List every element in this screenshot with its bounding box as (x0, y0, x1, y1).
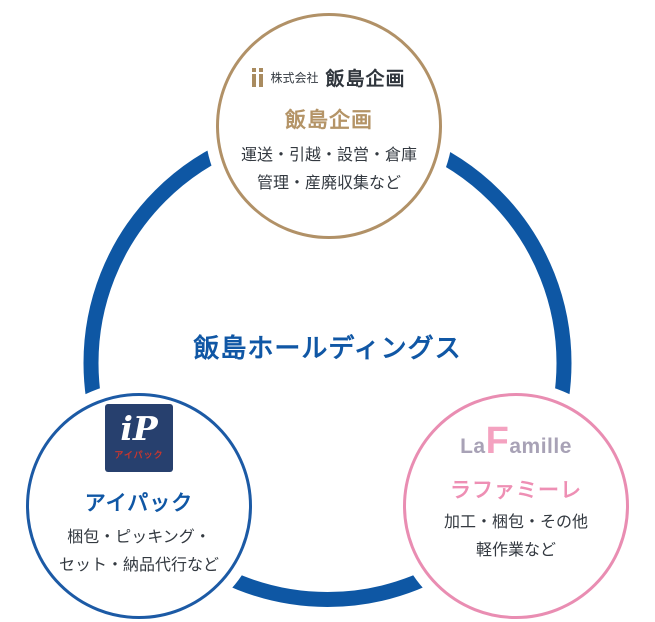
lafamille-logo-la: La (460, 435, 486, 458)
company-title-ipack: アイパック (84, 492, 194, 515)
circle-border-pink (403, 393, 629, 619)
circle-border-blue (26, 393, 252, 619)
corp-prefix-label: 株式会社 (270, 71, 319, 85)
ii-bars-icon (252, 68, 264, 87)
iijima-kikaku-logo: 株式会社 飯島企画 (205, 64, 453, 91)
description-line: 管理・産廃収集など (256, 175, 401, 192)
description-line: 軽作業など (475, 542, 556, 559)
ipack-logo-badge: iP アイパック (105, 404, 173, 472)
lafamille-logo-amille: amille (509, 435, 572, 458)
corp-name-logotype: 飯島企画 (325, 69, 406, 90)
description-line: 梱包・ピッキング・ (67, 529, 211, 546)
company-circle-ipack: iP アイパック アイパック 梱包・ピッキング・ セット・納品代行など (15, 382, 263, 622)
ipack-logo-script: iP (120, 409, 158, 448)
description-line: 加工・梱包・その他 (443, 514, 588, 531)
company-circle-lafamille: La F amille ラファミーレ 加工・梱包・その他 軽作業など (392, 382, 640, 622)
ipack-logo-subtext: アイパック (114, 450, 164, 460)
company-description-ipack: 梱包・ピッキング・ セット・納品代行など (15, 524, 263, 580)
lafamille-logo: La F amille (392, 422, 640, 460)
circle-border-gold (216, 13, 442, 239)
description-line: 運送・引越・設営・倉庫 (240, 147, 417, 164)
company-circle-iijima-kikaku: 株式会社 飯島企画 飯島企画 運送・引越・設営・倉庫 管理・産廃収集など (205, 2, 453, 250)
company-title-lafamille: ラファミーレ (450, 479, 582, 502)
company-description-iijima-kikaku: 運送・引越・設営・倉庫 管理・産廃収集など (205, 142, 453, 198)
holdings-title: 飯島ホールディングス (193, 333, 462, 363)
company-title-iijima-kikaku: 飯島企画 (285, 109, 373, 132)
company-description-lafamille: 加工・梱包・その他 軽作業など (392, 509, 640, 565)
lafamille-logo-f: F (485, 420, 510, 462)
description-line: セット・納品代行など (58, 557, 219, 574)
